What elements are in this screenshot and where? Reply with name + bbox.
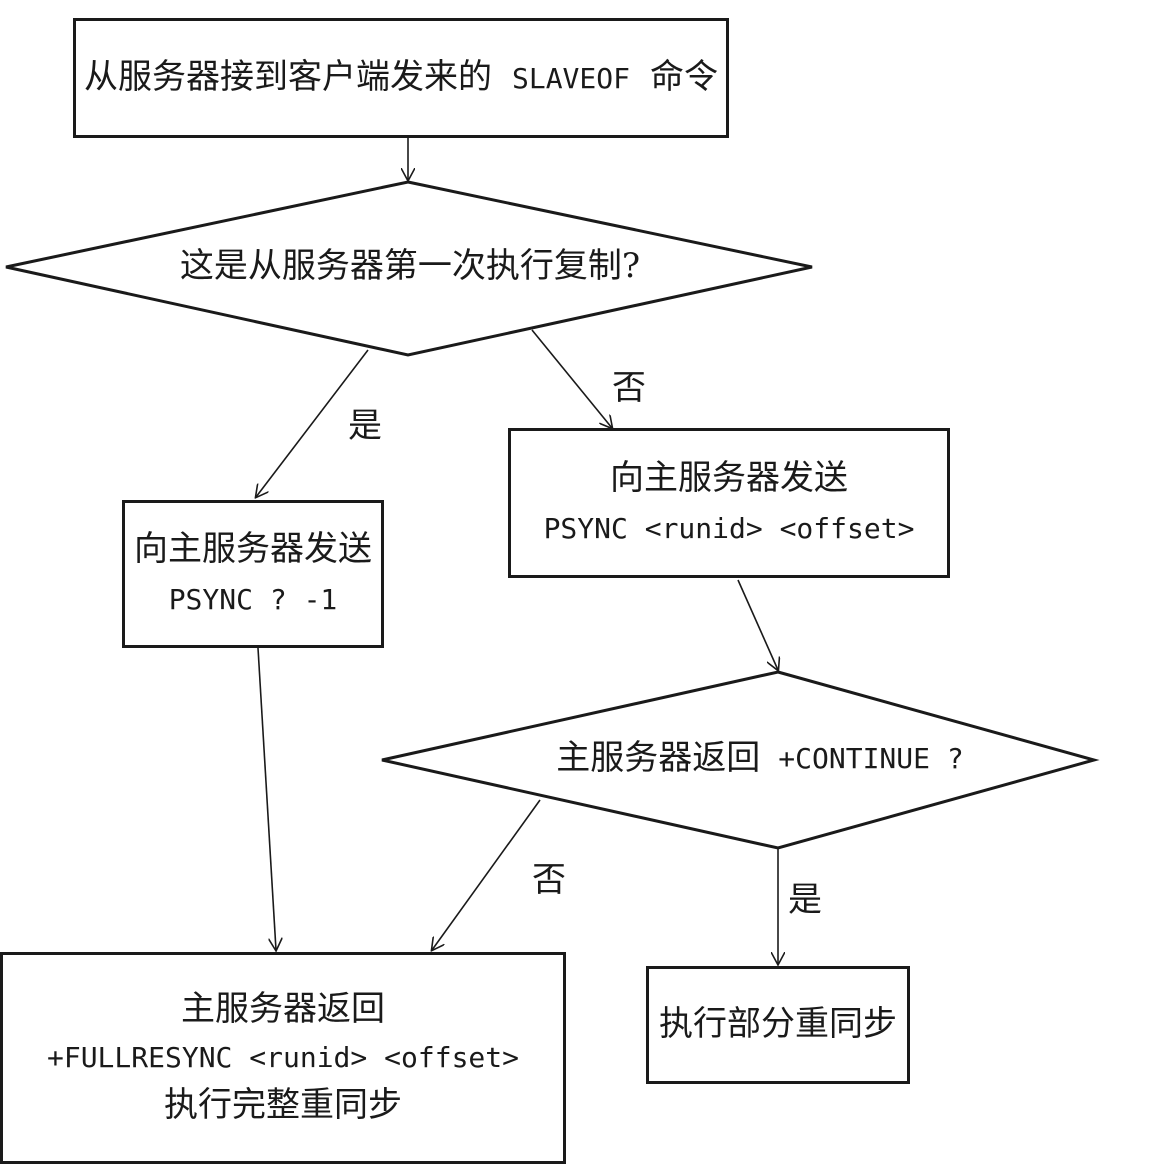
decision1-diamond [5, 180, 813, 357]
psync-resume-box: 向主服务器发送 PSYNC <runid> <offset> [508, 428, 950, 578]
decision2-text-cmd: +CONTINUE ? [778, 742, 964, 775]
decision1-yes-label: 是 [348, 406, 382, 446]
full-resync-line1: 主服务器返回 [181, 989, 385, 1030]
arrow-yesbox-to-full [257, 647, 276, 950]
decision2-label: 主服务器返回 +CONTINUE ? [460, 732, 1060, 786]
psync-resume-cmd: PSYNC <runid> <offset> [543, 511, 915, 545]
start-text-cmd: SLAVEOF [511, 62, 630, 96]
decision2-no-label: 否 [532, 860, 566, 900]
decision1-no-label: 否 [612, 368, 646, 408]
partial-resync-box: 执行部分重同步 [646, 966, 910, 1084]
full-resync-line2: +FULLRESYNC <runid> <offset> [46, 1041, 519, 1074]
start-box: 从服务器接到客户端发来的 SLAVEOF 命令 [73, 18, 729, 138]
decision1-text: 这是从服务器第一次执行复制? [179, 246, 641, 287]
decision1-label: 这是从服务器第一次执行复制? [120, 240, 700, 294]
start-text: 从服务器接到客户端发来的 SLAVEOF 命令 [84, 55, 718, 101]
start-text-zh: 从服务器接到客户端发来的 [83, 57, 492, 98]
arrow-nobox-to-decision2 [737, 579, 778, 670]
arrow-decision1-no [531, 329, 612, 428]
decision2-text-zh: 主服务器返回 [556, 738, 761, 779]
psync-initial-title: 向主服务器发送 [134, 529, 372, 570]
psync-resume-title: 向主服务器发送 [610, 458, 848, 499]
start-text-tail: 命令 [650, 57, 718, 98]
arrow-decision2-no [432, 799, 541, 950]
psync-initial-box: 向主服务器发送 PSYNC ? -1 [122, 500, 384, 648]
full-resync-line3: 执行完整重同步 [164, 1085, 402, 1125]
arrow-decision1-yes [256, 349, 369, 497]
full-resync-box: 主服务器返回 +FULLRESYNC <runid> <offset> 执行完整… [0, 952, 566, 1164]
decision2-yes-label: 是 [788, 880, 822, 920]
partial-resync-text: 执行部分重同步 [659, 1004, 897, 1045]
psync-initial-cmd: PSYNC ? -1 [168, 582, 338, 616]
